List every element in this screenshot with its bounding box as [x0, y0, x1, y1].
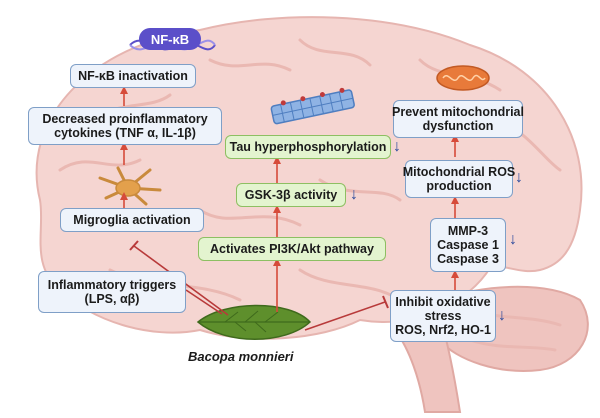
decreased-cytokines-box: Decreased proinflammatory cytokines (TNF… — [28, 107, 222, 145]
activation-arrows — [120, 86, 459, 312]
microglia-activation-box: Migroglia activation — [60, 208, 204, 232]
gsk3b-activity-box: GSK-3β activity — [236, 183, 346, 207]
mitochondrion-icon — [436, 65, 490, 91]
nfkb-badge: NF-κB — [139, 28, 201, 50]
nfkb-inactivation-box: NF-κB inactivation — [70, 64, 196, 88]
mito-ros-box: Mitochondrial ROS production — [403, 160, 515, 198]
gsk3b-decrease-arrow: ↓ — [350, 186, 358, 203]
prevent-mito-dysfunction-box: Prevent mitochondrial dysfunction — [392, 100, 524, 138]
mmp-caspase-box: MMP-3 Caspase 1 Caspase 3 — [430, 218, 506, 272]
tau-hyperphosphorylation-box: Tau hyperphosphorylation — [225, 135, 391, 159]
pi3k-akt-box: Activates PI3K/Akt pathway — [198, 237, 386, 261]
mmp-decrease-arrow: ↓ — [509, 231, 517, 248]
oxidative-stress-box: Inhibit oxidative stress ROS, Nrf2, HO-1 — [390, 290, 496, 342]
tau-decrease-arrow: ↓ — [393, 138, 401, 155]
microtubule-icon — [270, 87, 355, 125]
plant-name-label: Bacopa monnieri — [188, 349, 294, 364]
mito-ros-decrease-arrow: ↓ — [515, 169, 523, 186]
inflammatory-triggers-box: Inflammatory triggers (LPS, αβ) — [38, 271, 186, 313]
oxidative-decrease-arrow: ↓ — [498, 307, 506, 324]
brainstem-shape — [392, 328, 462, 413]
